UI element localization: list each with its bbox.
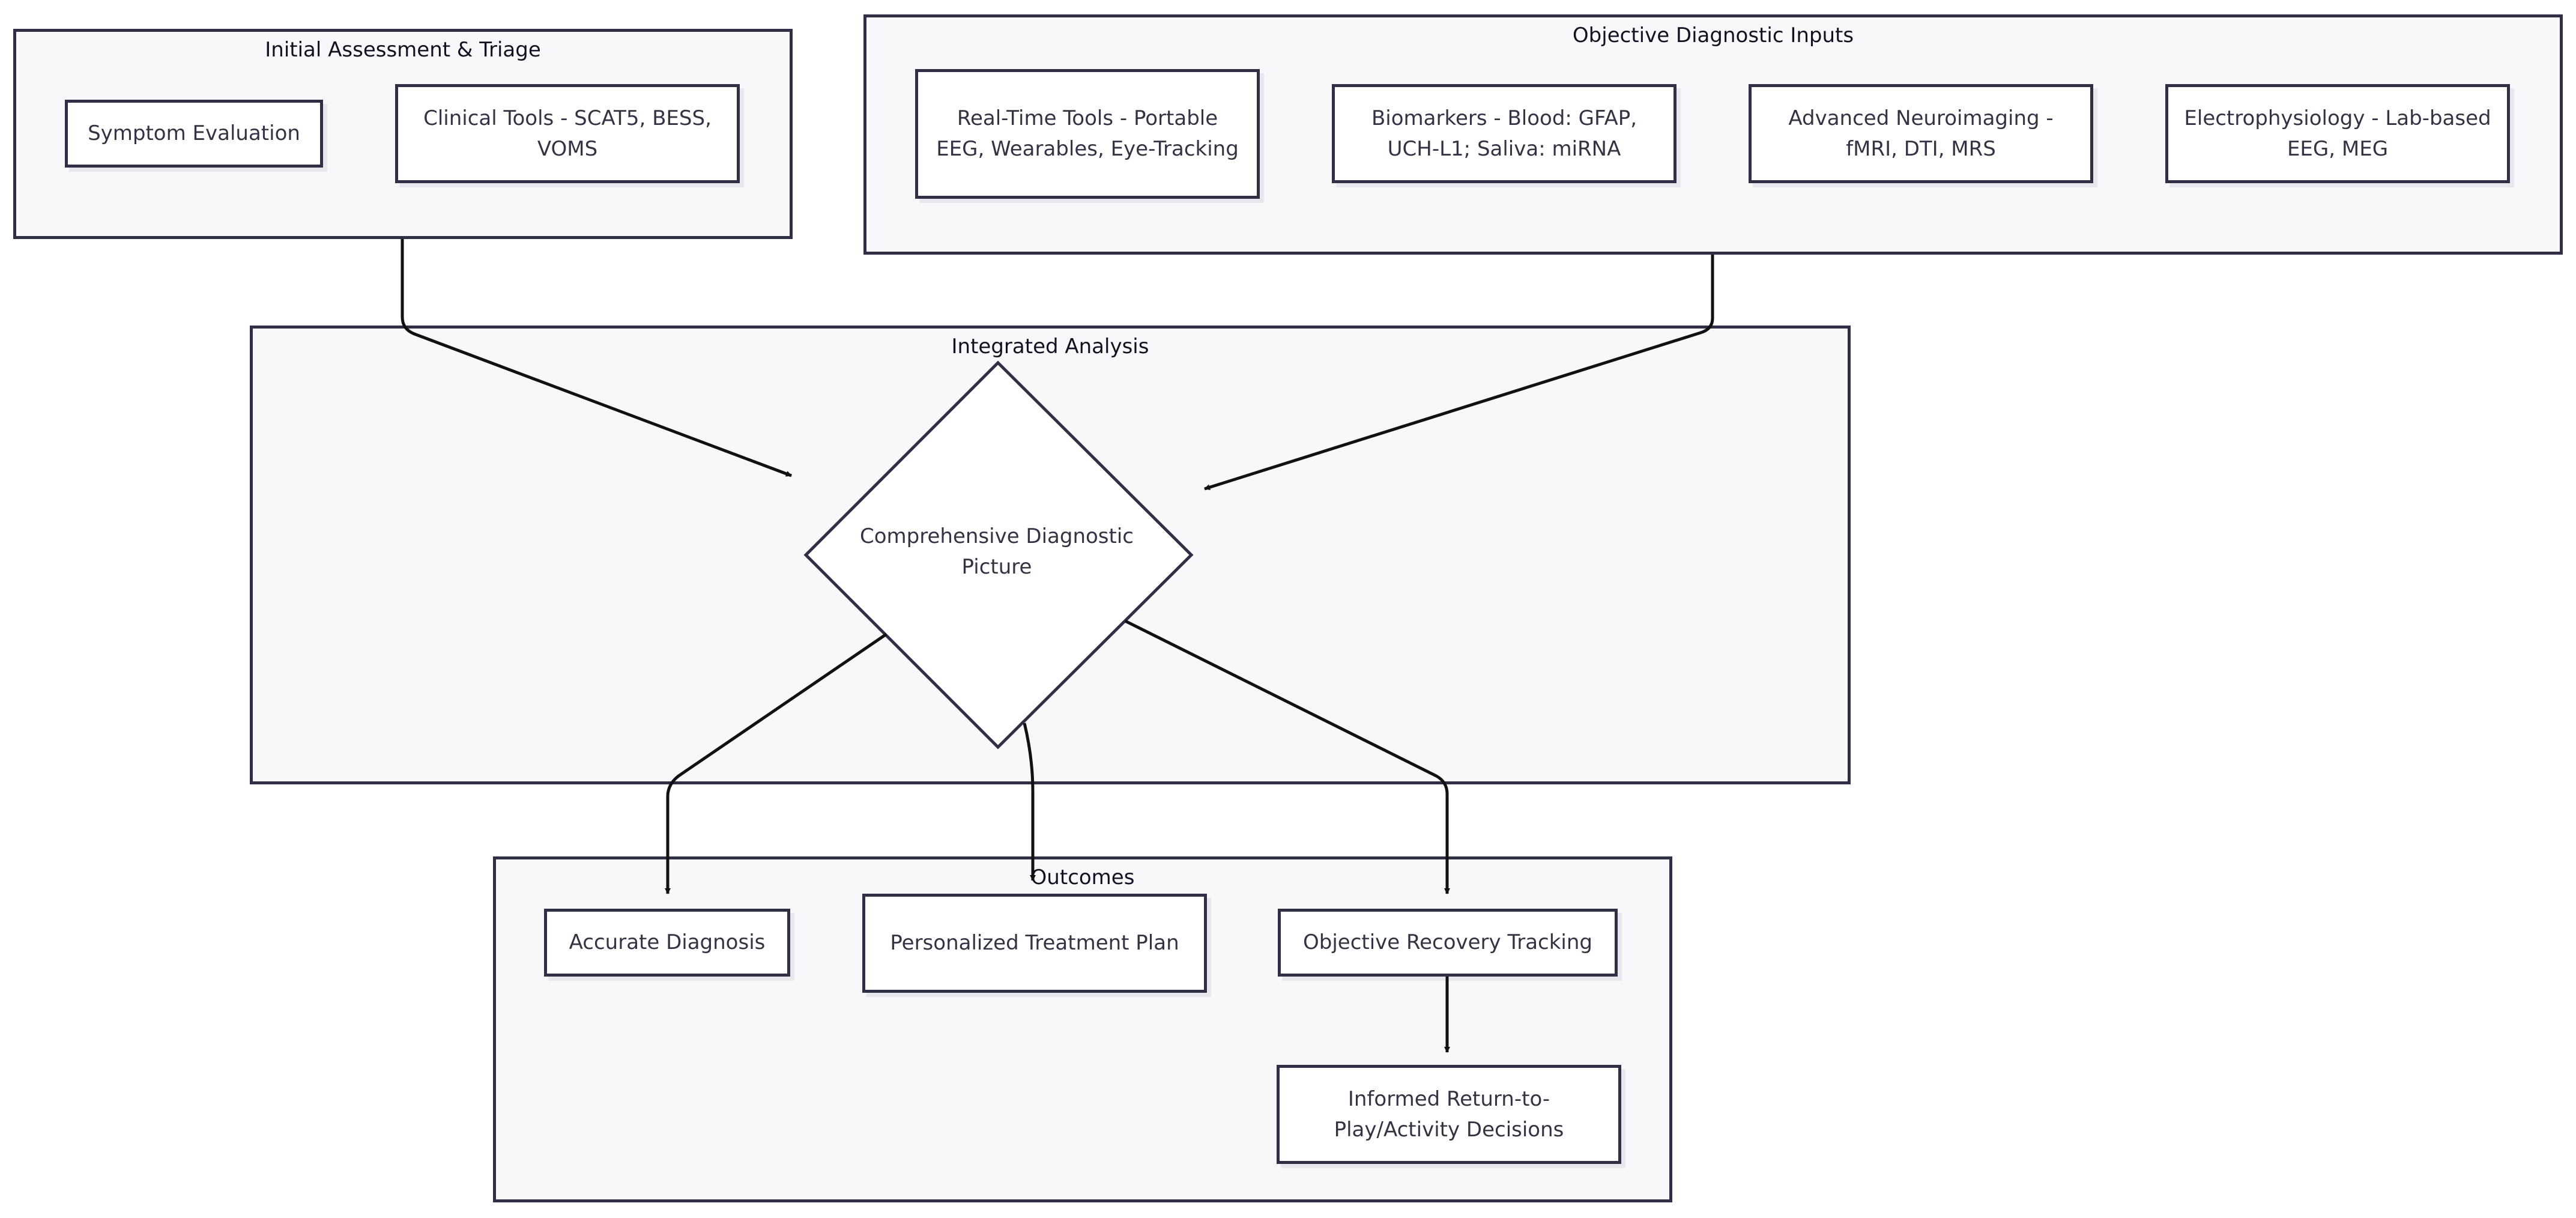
node-informed-return-to-play-label: Informed Return-to-Play/Activity Decisio… [1334,1086,1564,1142]
cluster-title-objective-inputs: Objective Diagnostic Inputs [1572,23,1854,47]
node-symptom-evaluation[interactable]: Symptom Evaluation [65,100,323,168]
node-advanced-neuroimaging[interactable]: Advanced Neuroimaging - fMRI, DTI, MRS [1749,84,2093,183]
node-clinical-tools-label: Clinical Tools - SCAT5, BESS, VOMS [423,106,712,161]
node-accurate-diagnosis[interactable]: Accurate Diagnosis [544,909,790,977]
node-informed-return-to-play[interactable]: Informed Return-to-Play/Activity Decisio… [1277,1065,1621,1164]
decision-comprehensive-picture-label: Comprehensive Diagnostic Picture [860,524,1134,579]
node-advanced-neuroimaging-label: Advanced Neuroimaging - fMRI, DTI, MRS [1788,106,2054,161]
node-electrophysiology-label: Electrophysiology - Lab-based EEG, MEG [2184,106,2491,161]
node-personalized-treatment-plan[interactable]: Personalized Treatment Plan [862,894,1207,993]
node-clinical-tools[interactable]: Clinical Tools - SCAT5, BESS, VOMS [395,84,740,183]
cluster-title-integrated-analysis: Integrated Analysis [951,335,1149,359]
node-accurate-diagnosis-label: Accurate Diagnosis [569,930,766,954]
node-real-time-tools-label: Real-Time Tools - Portable EEG, Wearable… [936,106,1239,161]
node-objective-recovery-tracking[interactable]: Objective Recovery Tracking [1278,909,1618,977]
node-biomarkers[interactable]: Biomarkers - Blood: GFAP, UCH-L1; Saliva… [1332,84,1677,183]
node-symptom-evaluation-label: Symptom Evaluation [88,121,300,145]
cluster-title-initial-assessment: Initial Assessment & Triage [265,38,541,62]
cluster-title-outcomes: Outcomes [1030,865,1135,889]
node-personalized-treatment-plan-label: Personalized Treatment Plan [890,931,1179,955]
node-biomarkers-label: Biomarkers - Blood: GFAP, UCH-L1; Saliva… [1371,106,1637,161]
node-objective-recovery-tracking-label: Objective Recovery Tracking [1302,930,1593,954]
node-real-time-tools[interactable]: Real-Time Tools - Portable EEG, Wearable… [915,69,1260,199]
node-electrophysiology[interactable]: Electrophysiology - Lab-based EEG, MEG [2165,84,2510,183]
